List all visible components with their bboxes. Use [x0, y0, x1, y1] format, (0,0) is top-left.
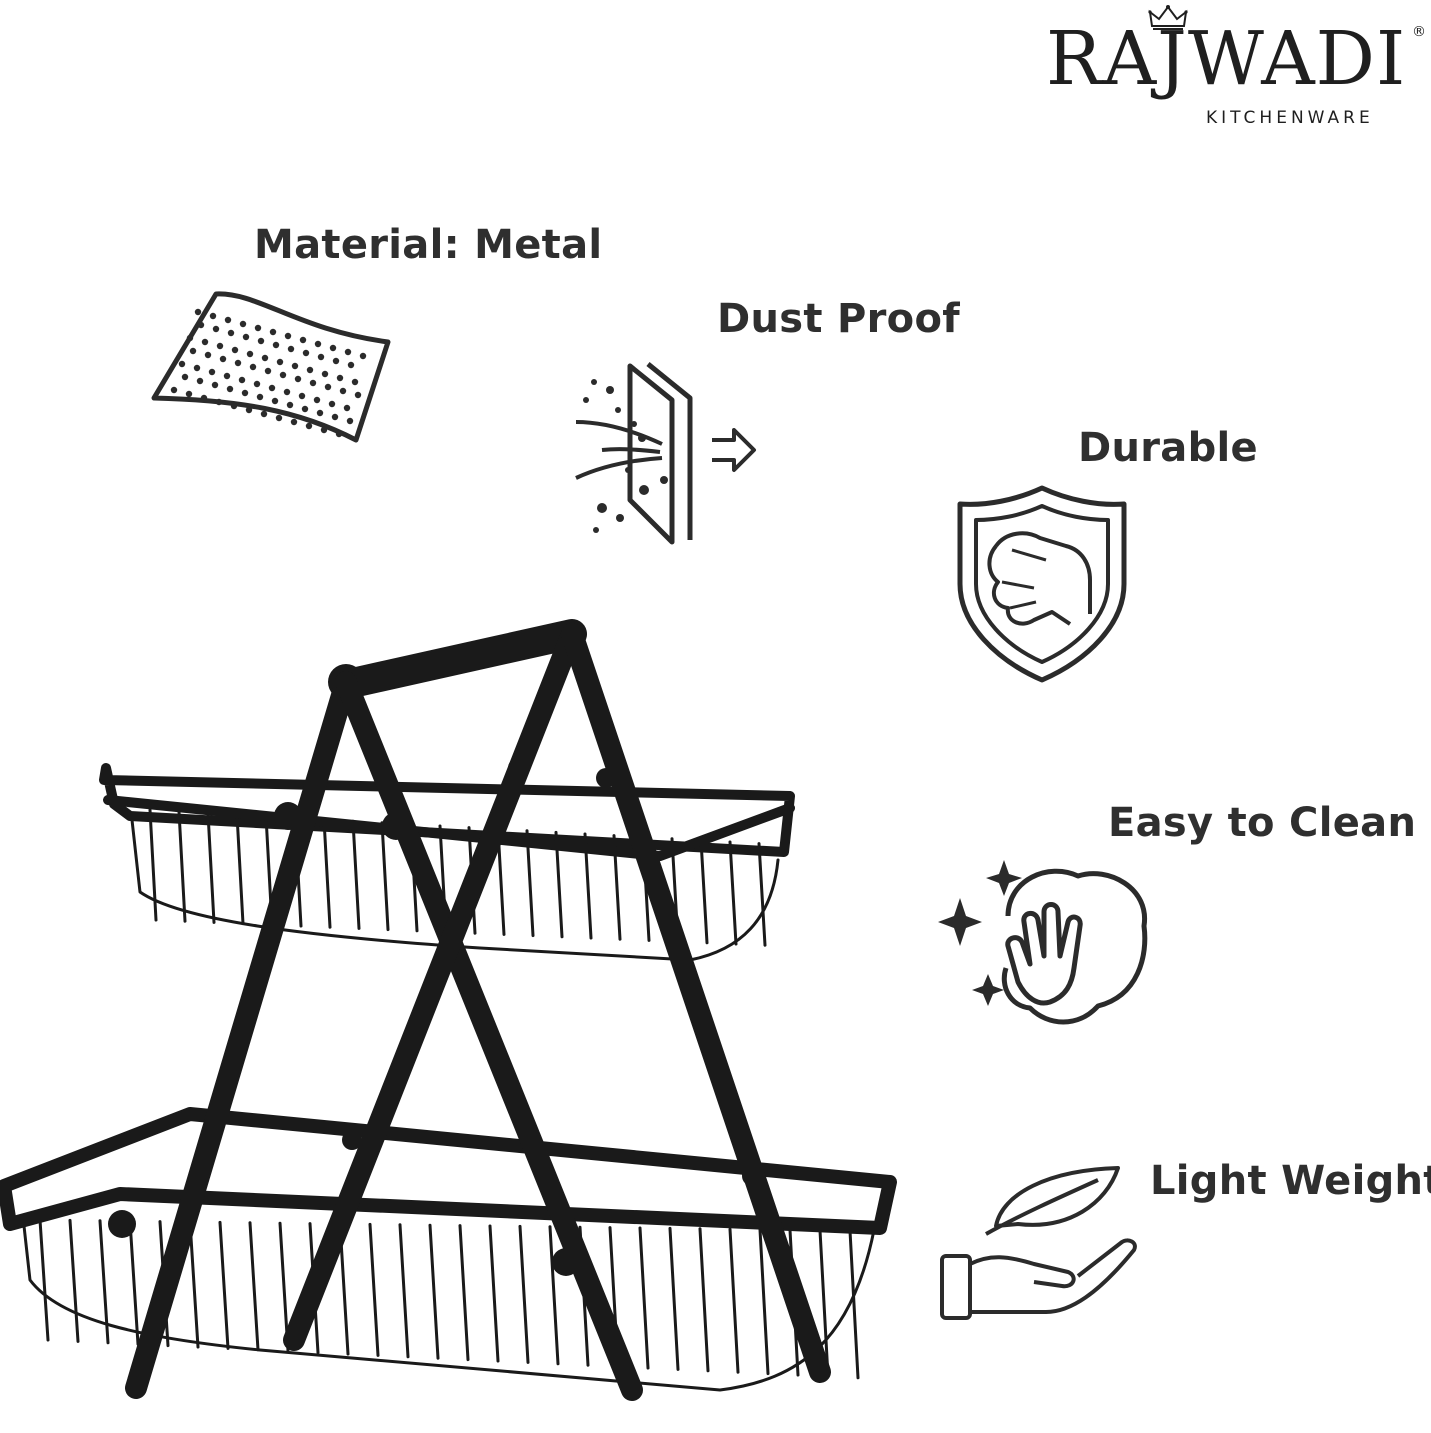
- perforated-sheet-icon: [151, 291, 391, 443]
- feature-label-durable: Durable: [1078, 425, 1258, 471]
- feature-label-easy-to-clean: Easy to Clean: [1108, 800, 1417, 846]
- feature-label-dust-proof: Dust Proof: [717, 296, 960, 342]
- wiping-hand-icon: [938, 860, 1148, 1025]
- brand-logo: RAJWADI ® KITCHENWARE: [1040, 0, 1431, 135]
- brand-tagline: KITCHENWARE: [1206, 108, 1374, 128]
- shield-fist-icon: [957, 485, 1127, 683]
- dust-filter-icon: [575, 362, 756, 545]
- crown-icon: [1148, 5, 1188, 30]
- registered-mark: ®: [1412, 24, 1426, 40]
- feature-label-material: Material: Metal: [254, 222, 603, 268]
- feature-label-light-weight: Light Weight: [1150, 1158, 1431, 1204]
- two-tier-basket-image: [0, 619, 897, 1401]
- feather-hand-icon: [940, 1166, 1137, 1320]
- brand-name: RAJWADI: [1046, 16, 1407, 102]
